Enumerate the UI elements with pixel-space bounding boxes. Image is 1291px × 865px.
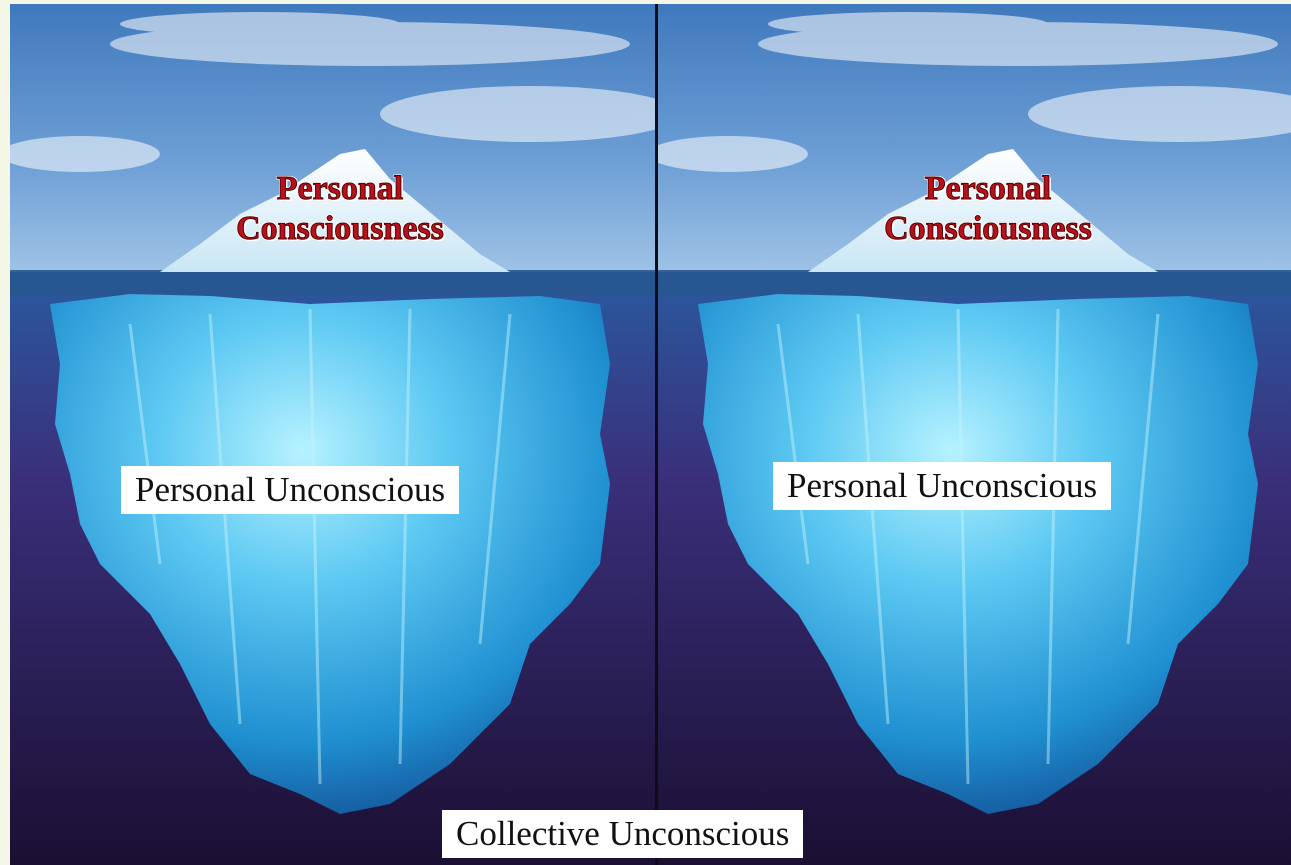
personal-unconscious-label: Personal Unconscious bbox=[121, 466, 460, 514]
collective-unconscious-label: Collective Unconscious bbox=[442, 810, 804, 858]
iceberg-illustration-right bbox=[658, 4, 1291, 865]
personal-consciousness-line1-right: Personal bbox=[924, 170, 1052, 208]
personal-consciousness-line2-right: Consciousness bbox=[884, 210, 1093, 248]
personal-consciousness-line2: Consciousness bbox=[236, 210, 445, 248]
iceberg-panel-left: Personal Consciousness Personal Unconsci… bbox=[10, 4, 655, 865]
personal-consciousness-label: Personal Consciousness bbox=[200, 169, 480, 249]
iceberg-illustration-left bbox=[10, 4, 655, 865]
personal-consciousness-line1: Personal bbox=[276, 170, 404, 208]
personal-unconscious-label-right: Personal Unconscious bbox=[773, 462, 1112, 510]
personal-consciousness-label-right: Personal Consciousness bbox=[848, 169, 1128, 249]
iceberg-panel-right: Personal Consciousness Personal Unconsci… bbox=[658, 4, 1291, 865]
iceberg-diagram: Personal Consciousness Personal Unconsci… bbox=[10, 4, 1291, 865]
panel-divider bbox=[655, 4, 658, 865]
